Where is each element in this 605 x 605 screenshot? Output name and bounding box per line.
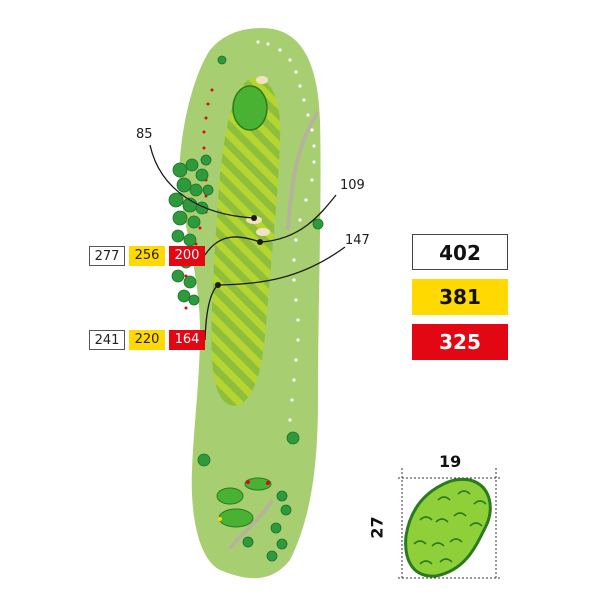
marker-85-label: 85 [136,127,153,142]
green-width-label: 19 [439,452,462,471]
yellow-tee-marker [218,517,222,521]
row2-white-yardage: 241 [89,330,125,350]
green-detail [398,468,500,580]
tee-box-front [218,508,254,528]
marker-109-leader [259,194,337,243]
fairway-bunker [256,228,270,236]
total-red-yardage: 325 [412,324,508,360]
marker-85-dot [251,215,257,221]
row2-yellow-yardage: 220 [129,330,165,350]
total-white-yardage: 402 [412,234,508,270]
row2-red-yardage: 164 [169,330,205,350]
trees-left [168,55,227,306]
green-shape [404,477,492,578]
marker-85-leader [149,144,255,219]
marker-147-label: 147 [345,233,370,248]
row1-leader [204,236,261,256]
trees-right [197,218,324,562]
green-depth-label: 27 [367,516,387,539]
fairway [211,78,281,406]
row1-yellow-yardage: 256 [129,246,165,266]
tee-box-middle [216,487,244,505]
cart-path-lower [228,499,274,550]
total-yellow-yardage: 381 [412,279,508,315]
marker-147-leader [217,246,346,286]
red-tee-marker [266,481,270,485]
row1-white-yardage: 277 [89,246,125,266]
putting-green [232,85,268,131]
green-bunker [256,76,268,84]
marker-109-label: 109 [340,178,365,193]
cart-path [286,110,320,231]
tee-box-back [244,477,272,491]
red-tee-marker [246,480,250,484]
row2-leader [204,284,219,341]
white-stake-line [256,40,316,422]
row1-red-yardage: 200 [169,246,205,266]
